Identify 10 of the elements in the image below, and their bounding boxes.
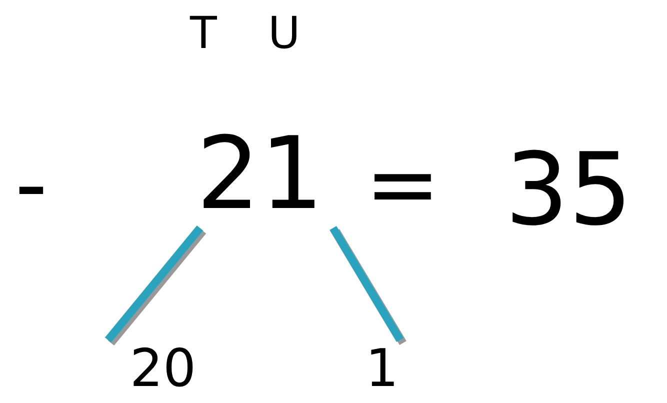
- minus-sign: -: [15, 140, 48, 230]
- tens-part: 20: [108, 340, 218, 398]
- equals-sign: =: [365, 140, 440, 230]
- partition-line: [104, 225, 206, 346]
- units-part: 1: [364, 340, 400, 398]
- answer: 35: [505, 140, 632, 240]
- place-value-heading: U: [268, 12, 300, 56]
- number: 21: [185, 120, 335, 228]
- place-value-heading: T: [190, 12, 217, 56]
- partition-line: [330, 226, 406, 346]
